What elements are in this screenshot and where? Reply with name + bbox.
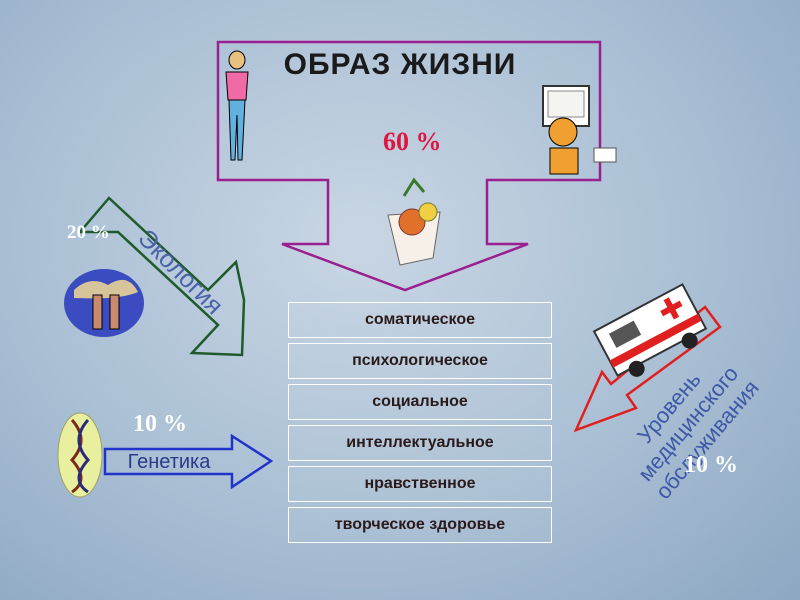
- ambulance-icon: [592, 283, 708, 377]
- medical-percent: 10 %: [684, 452, 738, 478]
- health-item-social: социальное: [288, 384, 552, 420]
- health-components-list: соматическое психологическое социальное …: [288, 302, 552, 548]
- health-item-psychological: психологическое: [288, 343, 552, 379]
- health-item-intellectual: интеллектуальное: [288, 425, 552, 461]
- factory-smoke-icon: [64, 269, 144, 337]
- dna-icon: [57, 412, 103, 498]
- genetics-percent: 10 %: [133, 411, 187, 437]
- genetics-arrow: [103, 433, 274, 490]
- health-item-somatic: соматическое: [288, 302, 552, 338]
- medical-arrow: [573, 305, 722, 433]
- health-item-creative: творческое здоровье: [288, 507, 552, 543]
- woman-figure-icon: [225, 50, 249, 161]
- ecology-arrow: [77, 196, 246, 357]
- genetics-label: Генетика: [127, 451, 211, 473]
- page-title: ОБРАЗ ЖИЗНИ: [283, 48, 517, 81]
- health-item-moral: нравственное: [288, 466, 552, 502]
- ecology-percent: 20 %: [67, 222, 110, 243]
- computer-worker-icon: [542, 85, 617, 175]
- food-basket-icon: [387, 177, 441, 266]
- lifestyle-percent: 60 %: [383, 127, 442, 156]
